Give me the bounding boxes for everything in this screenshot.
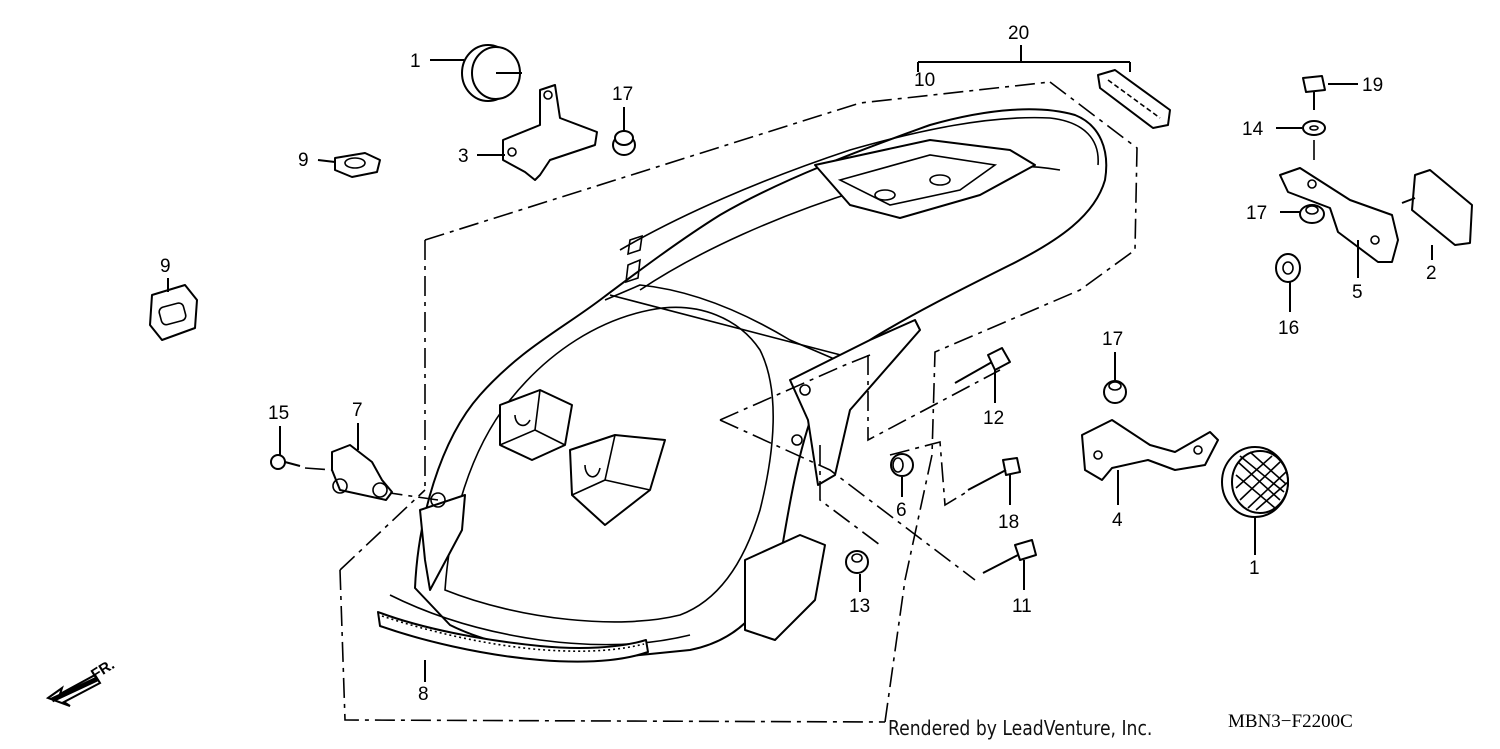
leader-lines [167, 45, 1433, 682]
nut-17-right [1299, 204, 1325, 224]
front-direction-arrow-icon: FR. [45, 656, 118, 707]
seal-strip [377, 611, 649, 663]
collar-6 [890, 453, 914, 477]
callout-7: 7 [352, 400, 363, 421]
reflector-lower [1221, 446, 1289, 518]
callout-19: 19 [1362, 75, 1383, 96]
bolt-12 [954, 347, 1011, 384]
callout-9-upper: 9 [298, 150, 309, 171]
callout-4: 4 [1112, 510, 1123, 531]
bracket-5 [1279, 167, 1399, 263]
bracket-4 [1081, 419, 1219, 481]
callout-3: 3 [458, 146, 469, 167]
screw-15 [270, 454, 301, 470]
nut-17-mid [1103, 380, 1127, 404]
reflector-plate-2 [1401, 169, 1473, 246]
callout-8: 8 [418, 684, 429, 705]
callout-18: 18 [998, 512, 1019, 533]
assembly-lines [304, 81, 1315, 723]
collar-13 [845, 550, 869, 574]
callout-1-top: 1 [410, 51, 421, 72]
bracket-3 [502, 84, 598, 181]
callout-13: 13 [849, 596, 870, 617]
callout-14: 14 [1242, 119, 1264, 140]
washer-14 [1302, 120, 1326, 136]
callout-11: 11 [1012, 596, 1032, 617]
nut-16 [1275, 253, 1301, 283]
callout-10: 10 [914, 70, 935, 91]
bolt-18 [967, 457, 1021, 491]
bracket-7 [331, 444, 393, 501]
callout-17-mid: 17 [1102, 329, 1123, 350]
callout-labels: 1 3 17 9 9 20 10 19 14 17 2 5 16 17 12 1… [160, 23, 1437, 705]
callout-17-right: 17 [1246, 203, 1267, 224]
callout-6: 6 [896, 500, 907, 521]
reflector-top [461, 44, 522, 102]
grommet-9-lower [149, 284, 198, 341]
callout-17-top: 17 [612, 84, 633, 105]
grommet-9-upper [334, 152, 381, 178]
rear-fender-illustration [389, 108, 1108, 658]
callout-20: 20 [1008, 23, 1029, 44]
callout-2: 2 [1426, 263, 1437, 284]
bolt-11 [982, 539, 1037, 574]
callout-16: 16 [1278, 318, 1299, 339]
nut-17-top [612, 130, 636, 156]
emblem-10 [1097, 69, 1171, 129]
render-credit: Rendered by LeadVenture, Inc. [888, 716, 1153, 740]
callout-5: 5 [1352, 282, 1363, 303]
callout-12: 12 [983, 408, 1004, 429]
callout-1-lower: 1 [1249, 558, 1260, 579]
callout-15: 15 [268, 403, 289, 424]
diagram-code: MBN3−F2200C [1228, 711, 1353, 732]
callout-9-lower: 9 [160, 256, 171, 277]
bolt-19 [1302, 75, 1326, 110]
